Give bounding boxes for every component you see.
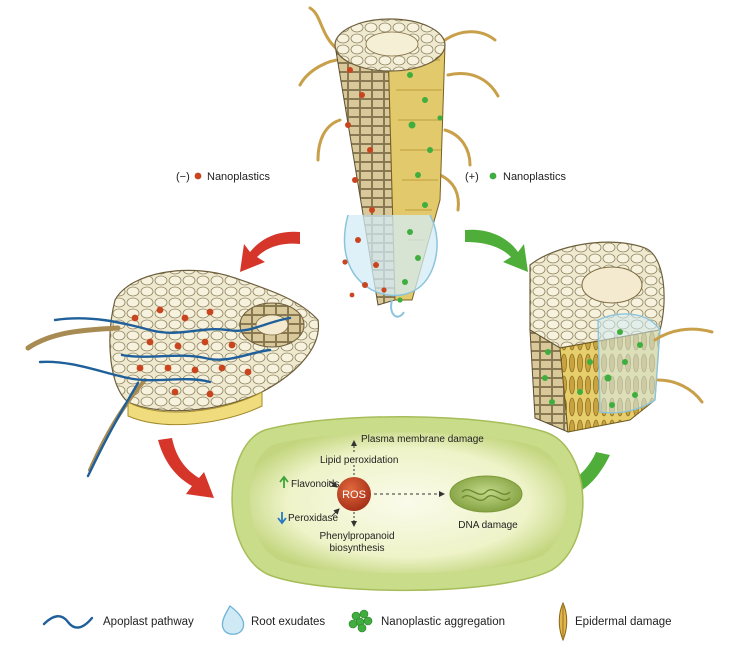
legend-item-root-exudates: Root exudates (221, 605, 325, 635)
dna-damage-label: DNA damage (458, 520, 518, 531)
biosynthesis-label: biosynthesis (329, 543, 384, 554)
ros-label: ROS (342, 489, 366, 501)
negative-particles-left (131, 306, 252, 398)
negative-nanoplastics-label: (−) Nanoplastics (176, 171, 270, 183)
peroxidase-item: Peroxidase (277, 512, 338, 525)
svg-text:(+): (+) (465, 171, 479, 183)
left-root-section (25, 269, 320, 478)
nucleus (449, 475, 523, 513)
svg-text:Nanoplastics: Nanoplastics (503, 171, 566, 183)
dna-strand-icon (461, 489, 511, 495)
phenylpropanoid-label: Phenylpropanoid (319, 531, 394, 542)
down-arrow-icon (277, 512, 287, 525)
svg-text:(−): (−) (176, 171, 190, 183)
legend: Apoplast pathway Root exudates Nanoplast… (42, 601, 672, 642)
flavonoids-item: Flavonoids (279, 475, 339, 490)
positive-particle-icon (489, 172, 497, 180)
green-arrow-top (465, 229, 528, 272)
legend-item-epidermal-damage: Epidermal damage (558, 601, 672, 642)
right-root-section (529, 241, 714, 433)
red-arrow-top (240, 231, 300, 272)
plasma-membrane-damage-label: Plasma membrane damage (361, 434, 484, 445)
svg-text:Root exudates: Root exudates (251, 616, 325, 628)
svg-text:Nanoplastics: Nanoplastics (207, 171, 270, 183)
legend-item-aggregation: Nanoplastic aggregation (348, 609, 505, 633)
svg-text:Apoplast pathway: Apoplast pathway (103, 616, 194, 628)
negative-particles-top (342, 67, 387, 298)
positive-nanoplastics-label: (+) Nanoplastics (465, 171, 566, 183)
svg-text:Flavonoids: Flavonoids (291, 479, 339, 490)
negative-particle-icon (194, 172, 202, 180)
top-root-illustration (298, 6, 500, 318)
positive-particles-right (542, 329, 643, 408)
plant-cell: ROS Plasma membrane damage Lipid peroxid… (231, 416, 584, 592)
nanoplastic-aggregation-icon (348, 609, 373, 633)
red-arrow-bottom (158, 438, 214, 498)
lipid-peroxidation-label: Lipid peroxidation (320, 455, 398, 466)
root-exudates-icon (221, 605, 245, 635)
apoplast-pathway-icon (42, 615, 94, 629)
svg-text:Nanoplastic aggregation: Nanoplastic aggregation (381, 616, 505, 628)
svg-text:Peroxidase: Peroxidase (288, 513, 338, 524)
positive-particles-top (397, 72, 443, 303)
svg-text:Epidermal damage: Epidermal damage (575, 616, 672, 628)
apoplast-pathways (38, 316, 292, 478)
legend-item-apoplast: Apoplast pathway (42, 615, 194, 629)
ros-node (337, 477, 371, 511)
up-arrow-icon (279, 475, 289, 488)
